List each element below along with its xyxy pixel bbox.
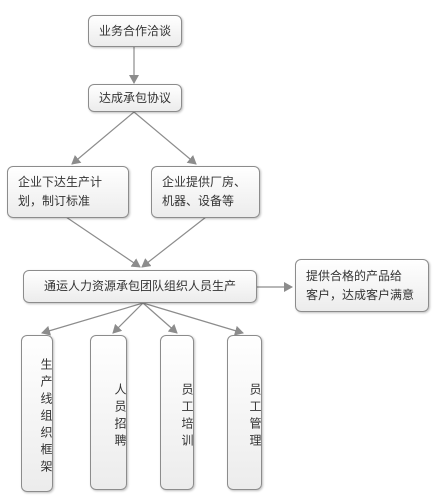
node-facilities-provided-label: 企业提供厂房、 机器、设备等 [162, 175, 247, 208]
node-staff-management-label: 员工管理 [248, 382, 262, 451]
node-production-plan-label: 企业下达生产计 划，制订标准 [18, 175, 103, 208]
arrow-team-to-management [142, 302, 244, 336]
node-contract-agreement: 达成承包协议 [88, 84, 182, 112]
node-facilities-provided: 企业提供厂房、 机器、设备等 [151, 166, 260, 218]
node-contract-agreement-label: 达成承包协议 [98, 90, 171, 105]
arrow-provide-to-team [141, 216, 207, 268]
arrow-team-to-framework [41, 302, 144, 336]
arrow-team-to-training [142, 302, 178, 334]
node-staff-management: 员工管理 [227, 335, 262, 490]
node-production-line-framework-label: 生产线组织框架 [39, 358, 53, 477]
node-contracting-team: 通运人力资源承包团队组织人员生产 [23, 270, 257, 303]
node-staff-recruitment: 人员招聘 [90, 335, 127, 490]
node-staff-recruitment-label: 人员招聘 [113, 382, 127, 451]
node-contracting-team-label: 通运人力资源承包团队组织人员生产 [43, 279, 236, 293]
node-customer-satisfaction: 提供合格的产品给 客户，达成客户满意 [295, 259, 429, 312]
node-production-plan: 企业下达生产计 划，制订标准 [7, 166, 129, 218]
arrow-agreement-to-plan [71, 111, 135, 165]
arrow-agreement-to-provide [133, 111, 197, 165]
node-business-negotiation: 业务合作洽谈 [88, 15, 182, 47]
arrow-team-to-recruit [112, 302, 144, 334]
node-business-negotiation-label: 业务合作洽谈 [98, 23, 171, 38]
arrow-plan-to-team [65, 216, 141, 268]
node-staff-training: 员工培训 [160, 335, 194, 490]
node-customer-satisfaction-label: 提供合格的产品给 客户，达成客户满意 [306, 268, 415, 302]
node-production-line-framework: 生产线组织框架 [21, 335, 53, 492]
node-staff-training-label: 员工培训 [180, 382, 194, 451]
